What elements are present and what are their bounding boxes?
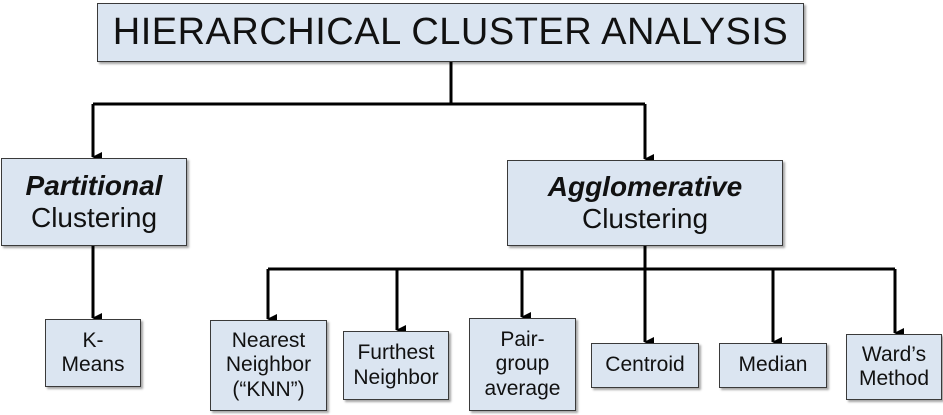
pair-group-average-node: Pair- group average (469, 318, 576, 411)
k-means-line1: K- (82, 328, 104, 352)
wards-method-line1: Ward’s (861, 342, 927, 366)
wards-method-line2: Method (858, 367, 930, 390)
centroid-node: Centroid (591, 343, 699, 388)
nearest-neighbor-line3: (“KNN”) (232, 377, 305, 401)
wards-method-node: Ward’s Method (846, 334, 942, 400)
k-means-node: K- Means (45, 319, 141, 387)
pair-group-average-line1: Pair- (500, 328, 545, 352)
median-label: Median (738, 353, 808, 377)
pair-group-average-line2: group (495, 352, 550, 376)
agglomerative-clustering-node: Agglomerative Clustering (507, 160, 783, 246)
title-node: HIERARCHICAL CLUSTER ANALYSIS (97, 3, 804, 62)
furthest-neighbor-line2: Neighbor (353, 365, 439, 389)
furthest-neighbor-line1: Furthest (357, 341, 435, 365)
partitional-clustering-label: Clustering (30, 202, 158, 233)
furthest-neighbor-node: Furthest Neighbor (343, 331, 449, 400)
centroid-label: Centroid (605, 353, 685, 377)
median-node: Median (719, 343, 827, 388)
nearest-neighbor-node: Nearest Neighbor (“KNN”) (210, 320, 327, 411)
nearest-neighbor-line1: Nearest (231, 329, 306, 353)
k-means-line2: Means (61, 353, 125, 376)
nearest-neighbor-line2: Neighbor (225, 353, 312, 377)
pair-group-average-line3: average (484, 376, 561, 400)
partitional-clustering-node: Partitional Clustering (1, 158, 187, 246)
title-text: HIERARCHICAL CLUSTER ANALYSIS (112, 10, 789, 53)
agglomerative-clustering-label: Clustering (581, 203, 709, 234)
agglomerative-label: Agglomerative (547, 170, 743, 202)
partitional-label: Partitional (25, 169, 163, 201)
